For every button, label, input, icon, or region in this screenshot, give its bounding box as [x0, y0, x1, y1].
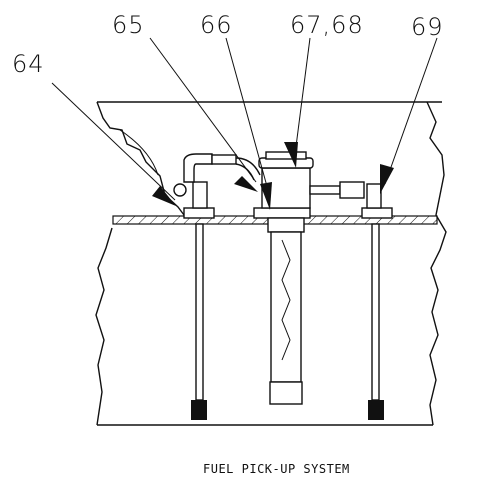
- callout-65: 65: [112, 11, 145, 39]
- arrow-66-icon: [260, 182, 272, 210]
- center-pickup-assembly: [253, 151, 314, 405]
- left-pickup-tube: [173, 181, 215, 420]
- arrow-67-icon: [284, 142, 298, 168]
- callout-67-68: 67,68: [290, 11, 364, 39]
- callout-64: 64: [12, 50, 45, 78]
- arrow-65-icon: [234, 176, 258, 192]
- diagram-caption: FUEL PICK-UP SYSTEM: [203, 462, 350, 476]
- callout-66: 66: [200, 11, 233, 39]
- callout-69: 69: [411, 13, 444, 41]
- leader-lines: [51, 37, 438, 210]
- tank-outline: [95, 101, 447, 426]
- fuel-lines: [183, 153, 365, 199]
- arrow-69-icon: [380, 164, 394, 194]
- right-pickup-tube: [361, 183, 393, 420]
- arrow-64-icon: [152, 186, 176, 206]
